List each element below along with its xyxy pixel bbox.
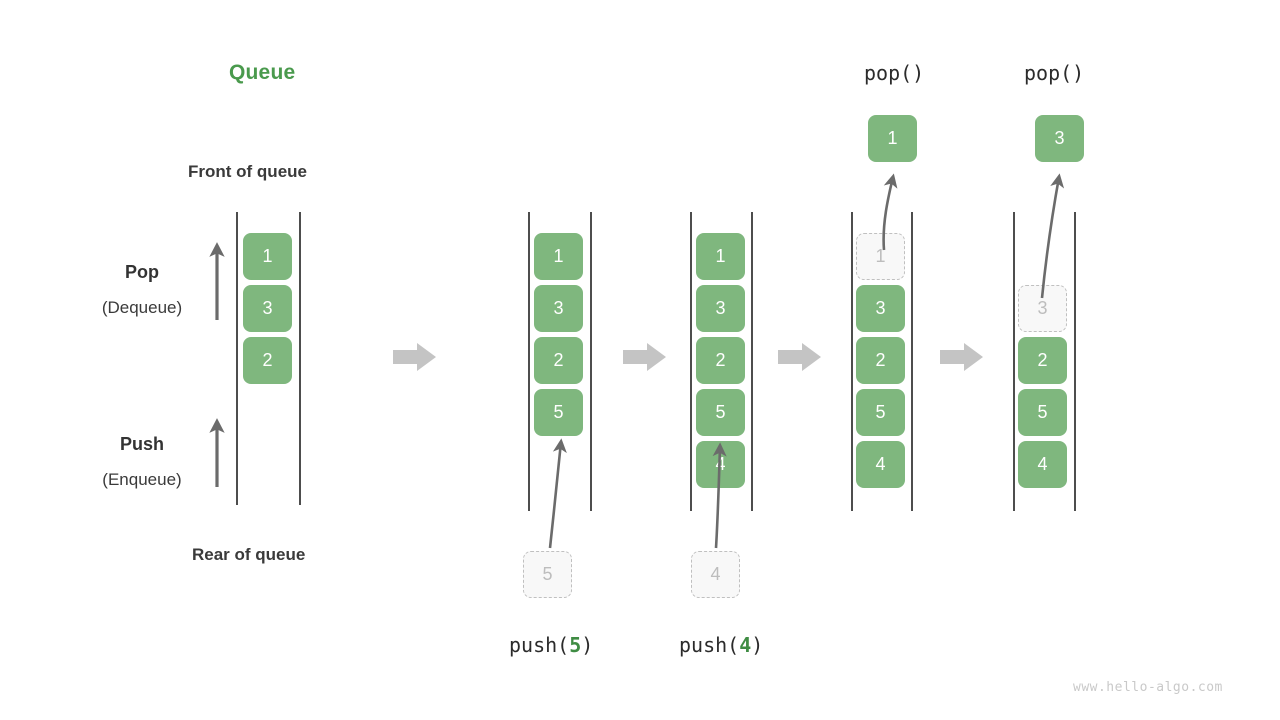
- initial-queue-cell-3: 3: [243, 285, 292, 332]
- queue-after-push-4-rail-right: [751, 212, 753, 511]
- queue-after-pop-1-cell-3: 3: [856, 285, 905, 332]
- queue-after-pop-1-cell-2: 2: [856, 337, 905, 384]
- push-5-caption-arg: 5: [569, 633, 582, 657]
- queue-after-push-5-cell-1: 1: [534, 233, 583, 280]
- transition-arrow-4: [940, 343, 983, 371]
- diagram-title: Queue: [229, 61, 296, 84]
- queue-after-pop-1-rail-left: [851, 212, 853, 511]
- watermark: www.hello-algo.com: [1073, 680, 1223, 695]
- queue-after-pop-2-rail-right: [1074, 212, 1076, 511]
- queue-after-pop-2-cell-2: 2: [1018, 337, 1067, 384]
- transition-arrow-3: [778, 343, 821, 371]
- push-5-caption: push(5): [509, 635, 593, 655]
- transition-arrow-1: [393, 343, 436, 371]
- pop-alt-label: (Dequeue): [101, 298, 183, 317]
- push-4-caption-arg: 4: [739, 633, 752, 657]
- queue-after-push-4-cell-1: 1: [696, 233, 745, 280]
- pop-1-caption: pop(): [864, 61, 925, 85]
- queue-after-pop-1-rail-right: [911, 212, 913, 511]
- initial-queue-rail-left: [236, 212, 238, 505]
- push-4-caption: push(4): [679, 635, 763, 655]
- queue-after-push-4-cell-4: 4: [696, 441, 745, 488]
- pop-2-caption: pop(): [1024, 61, 1085, 85]
- push-4-caption-suffix: ): [751, 633, 764, 657]
- queue-after-push-5-detached-cell-5: 5: [523, 551, 572, 598]
- queue-after-push-5-rail-right: [590, 212, 592, 511]
- rear-of-queue-label: Rear of queue: [192, 545, 306, 564]
- queue-after-push-5-cell-5: 5: [534, 389, 583, 436]
- queue-after-pop-1-detached-cell-1: 1: [868, 115, 917, 162]
- push-alt-label: (Enqueue): [102, 470, 182, 489]
- queue-after-pop-1-cell-1: 1: [856, 233, 905, 280]
- initial-queue-cell-2: 2: [243, 337, 292, 384]
- queue-after-push-4-cell-3: 3: [696, 285, 745, 332]
- push-5-caption-prefix: push(: [509, 633, 570, 657]
- queue-after-pop-1-cell-5: 5: [856, 389, 905, 436]
- queue-after-push-4-cell-2: 2: [696, 337, 745, 384]
- queue-after-push-5-cell-3: 3: [534, 285, 583, 332]
- pop-label: Pop: [125, 262, 159, 282]
- queue-after-pop-2-detached-cell-3: 3: [1035, 115, 1084, 162]
- queue-after-push-4-rail-left: [690, 212, 692, 511]
- push-4-caption-prefix: push(: [679, 633, 740, 657]
- queue-after-pop-2-cell-3: 3: [1018, 285, 1067, 332]
- transition-arrow-2: [623, 343, 666, 371]
- front-of-queue-label: Front of queue: [188, 162, 307, 181]
- queue-after-push-4-cell-5: 5: [696, 389, 745, 436]
- queue-after-pop-2-cell-4: 4: [1018, 441, 1067, 488]
- push-label: Push: [119, 434, 164, 454]
- queue-after-pop-2-cell-5: 5: [1018, 389, 1067, 436]
- push-5-flow-arrow: [548, 438, 567, 549]
- push-5-caption-suffix: ): [581, 633, 594, 657]
- queue-after-push-5-cell-2: 2: [534, 337, 583, 384]
- queue-after-push-4-detached-cell-4: 4: [691, 551, 740, 598]
- initial-queue-rail-right: [299, 212, 301, 505]
- queue-after-pop-2-rail-left: [1013, 212, 1015, 511]
- queue-after-push-5-rail-left: [528, 212, 530, 511]
- initial-queue-cell-1: 1: [243, 233, 292, 280]
- queue-after-pop-1-cell-4: 4: [856, 441, 905, 488]
- pop-2-flow-arrow: [1040, 173, 1065, 299]
